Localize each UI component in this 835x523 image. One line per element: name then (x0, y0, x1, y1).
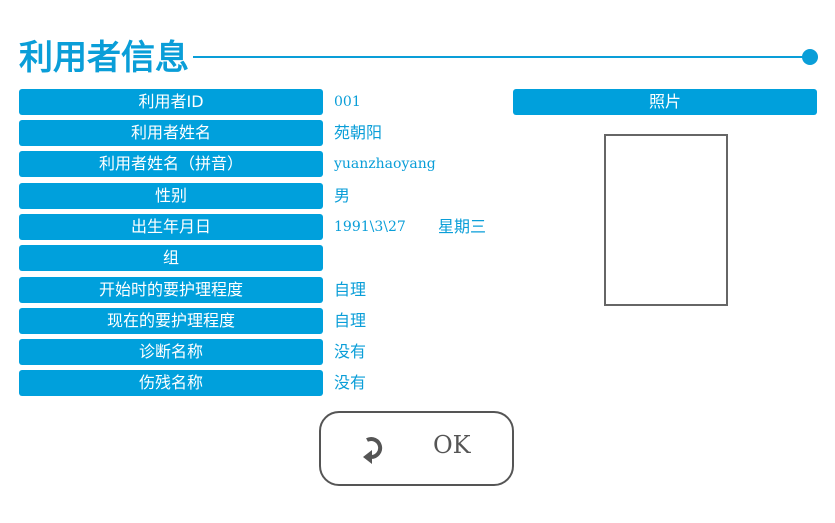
field-value: 没有 (334, 342, 367, 361)
photo-frame (604, 134, 728, 306)
field-initial-care-level: 开始时的要护理程度自理 (19, 277, 366, 303)
field-label: 性别 (19, 183, 323, 209)
field-value: 001 (334, 94, 361, 110)
field-weekday: 星期三 (438, 217, 487, 236)
field-value: 苑朝阳 (334, 123, 383, 142)
field-label: 出生年月日 (19, 214, 323, 240)
field-label: 诊断名称 (19, 339, 323, 365)
field-birthdate: 出生年月日 1991\3\27 星期三 (19, 214, 486, 240)
field-label: 伤残名称 (19, 370, 323, 396)
page-title: 利用者信息 (19, 38, 189, 78)
field-user-name: 利用者姓名苑朝阳 (19, 120, 382, 146)
field-label: 利用者姓名 (19, 120, 323, 146)
field-value: 自理 (334, 311, 367, 330)
ok-label: OK (433, 431, 471, 459)
photo-header: 照片 (513, 89, 817, 115)
field-user-id: 利用者ID 001 (19, 89, 361, 115)
field-label: 现在的要护理程度 (19, 308, 323, 334)
field-current-care-level: 现在的要护理程度自理 (19, 308, 366, 334)
field-label: 开始时的要护理程度 (19, 277, 323, 303)
field-value: 男 (334, 186, 351, 205)
field-value: 自理 (334, 280, 367, 299)
field-group: 组 (19, 245, 323, 271)
field-value: yuanzhaoyang (334, 156, 436, 172)
field-value: 没有 (334, 373, 367, 392)
field-label: 利用者姓名（拼音） (19, 151, 323, 177)
field-diagnosis: 诊断名称没有 (19, 339, 366, 365)
ok-button[interactable]: OK (319, 411, 514, 486)
field-label: 利用者ID (19, 89, 323, 115)
field-disability: 伤残名称没有 (19, 370, 366, 396)
field-user-name-pinyin: 利用者姓名（拼音） yuanzhaoyang (19, 151, 436, 177)
title-divider (193, 56, 810, 58)
field-gender: 性别男 (19, 183, 350, 209)
title-divider-dot (802, 49, 818, 65)
field-label: 组 (19, 245, 323, 271)
field-value: 1991\3\27 (334, 219, 406, 235)
return-icon (363, 437, 383, 464)
